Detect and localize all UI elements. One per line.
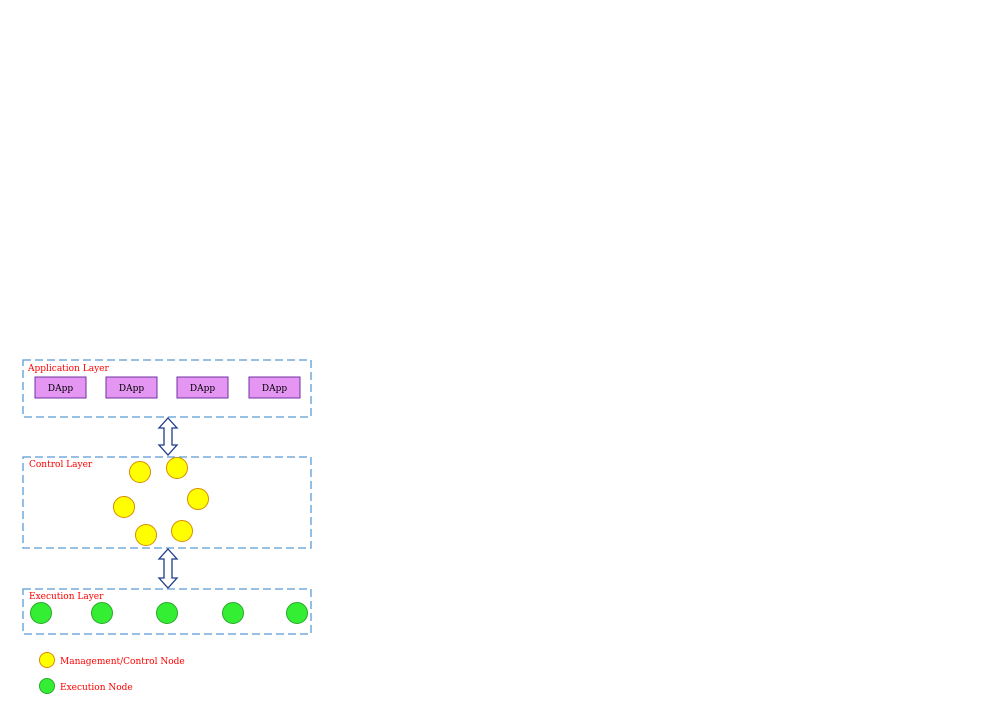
dapp-label: DApp — [119, 384, 144, 394]
legend-item-execution: Execution Node — [39, 678, 133, 694]
control-layer-frame — [22, 456, 312, 549]
legend-item-control: Management/Control Node — [39, 652, 185, 668]
legend-label-control: Management/Control Node — [60, 657, 185, 667]
application-layer: Application Layer DApp DApp DApp DApp — [22, 359, 312, 418]
dapp-box-rect — [248, 376, 301, 399]
control-node — [135, 524, 157, 546]
dapp-box: DApp — [105, 376, 158, 399]
dapp-label: DApp — [190, 384, 215, 394]
dapp-box-rect — [34, 376, 87, 399]
dapp-box: DApp — [248, 376, 301, 399]
execution-node — [91, 602, 113, 624]
legend: Management/Control Node Execution Node — [39, 652, 185, 694]
legend-label-execution: Execution Node — [60, 683, 133, 693]
bidirectional-arrow-control-execution — [157, 548, 179, 589]
dapp-box: DApp — [176, 376, 229, 399]
execution-node — [286, 602, 308, 624]
control-node — [113, 496, 135, 518]
execution-node — [30, 602, 52, 624]
control-node — [129, 461, 151, 483]
bidirectional-arrow-app-control — [157, 417, 179, 456]
control-node-legend-icon — [39, 652, 55, 668]
control-node — [171, 520, 193, 542]
control-node — [187, 488, 209, 510]
control-layer-label: Control Layer — [29, 460, 93, 470]
dapp-label: DApp — [48, 384, 73, 394]
dapp-box: DApp — [34, 376, 87, 399]
control-layer: Control Layer — [22, 456, 312, 549]
control-node — [166, 457, 188, 479]
execution-node-legend-icon — [39, 678, 55, 694]
dapp-box-rect — [176, 376, 229, 399]
execution-node — [222, 602, 244, 624]
execution-layer: Execution Layer — [22, 588, 312, 635]
application-layer-frame — [22, 359, 312, 418]
execution-layer-frame — [22, 588, 312, 635]
dapp-box-rect — [105, 376, 158, 399]
execution-node — [156, 602, 178, 624]
dapp-label: DApp — [262, 384, 287, 394]
application-layer-label: Application Layer — [27, 364, 110, 374]
execution-layer-label: Execution Layer — [29, 592, 104, 602]
